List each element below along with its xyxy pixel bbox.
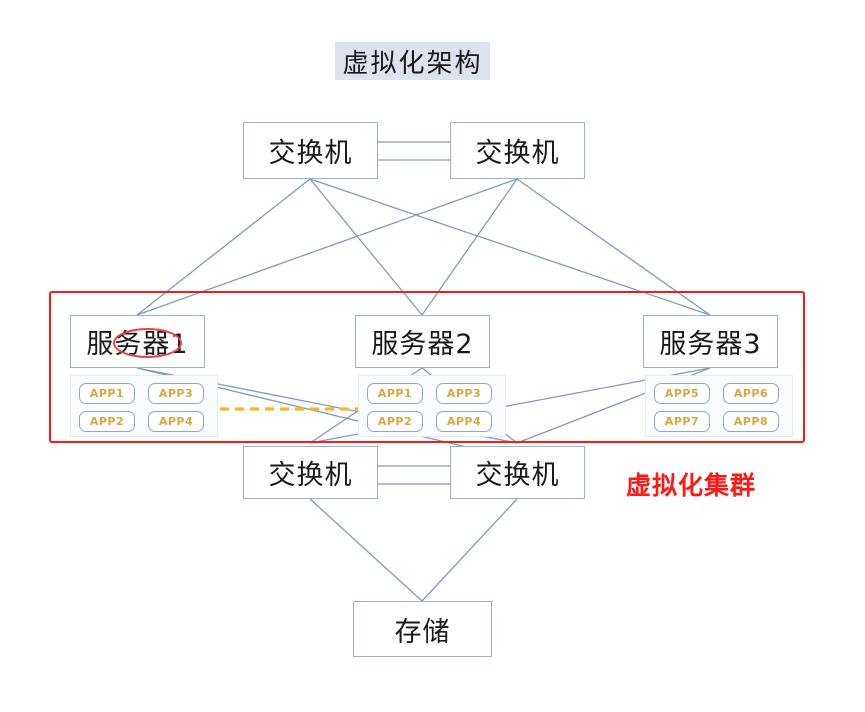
switch-bottom-left[interactable]: 交换机 [243, 446, 378, 499]
switch-top-left[interactable]: 交换机 [243, 122, 378, 179]
server-3-box[interactable]: 服务器3 [643, 315, 778, 368]
server-2-app-2[interactable]: APP2 [367, 411, 423, 432]
storage-box[interactable]: 存储 [353, 601, 492, 657]
server-3-app-7[interactable]: APP7 [654, 411, 710, 432]
server-1-app-2[interactable]: APP2 [79, 411, 135, 432]
server-1-app-3[interactable]: APP3 [148, 383, 204, 404]
server-1-app-4[interactable]: APP4 [148, 411, 204, 432]
server-2-app-3[interactable]: APP3 [436, 383, 492, 404]
virtualization-cluster-label: 虚拟化集群 [626, 471, 757, 500]
server-2-box[interactable]: 服务器2 [355, 315, 490, 368]
server-1-app-1[interactable]: APP1 [79, 383, 135, 404]
server-3-app-5[interactable]: APP5 [654, 383, 710, 404]
migration-arrow-group [205, 403, 374, 415]
server-2-app-1[interactable]: APP1 [367, 383, 423, 404]
switch-bottom-right[interactable]: 交换机 [450, 446, 585, 499]
server-1-box[interactable]: 服务器1 [70, 315, 205, 368]
diagram-title: 虚拟化架构 [335, 42, 490, 80]
server-3-app-6[interactable]: APP6 [723, 383, 779, 404]
server-3-app-8[interactable]: APP8 [723, 411, 779, 432]
server-2-app-4[interactable]: APP4 [436, 411, 492, 432]
switch-top-right[interactable]: 交换机 [450, 122, 585, 179]
